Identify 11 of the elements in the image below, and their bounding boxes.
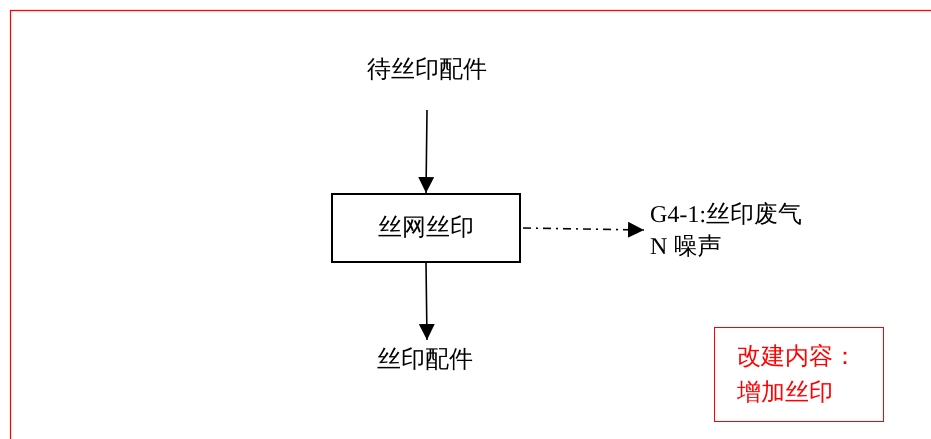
flow-label: 待丝印配件 xyxy=(367,56,487,85)
flow-label: G4-1:丝印废气 xyxy=(650,200,802,230)
note-box xyxy=(714,327,884,422)
note-text: 改建内容：增加丝印 xyxy=(737,342,858,408)
arrow xyxy=(418,110,434,194)
flow-label: 丝印配件 xyxy=(377,346,473,375)
process-label: 丝网丝印 xyxy=(378,214,474,243)
arrow xyxy=(418,262,435,340)
flow-label: N 噪声 xyxy=(650,233,722,262)
process-box xyxy=(331,193,521,263)
arrow xyxy=(522,222,644,238)
